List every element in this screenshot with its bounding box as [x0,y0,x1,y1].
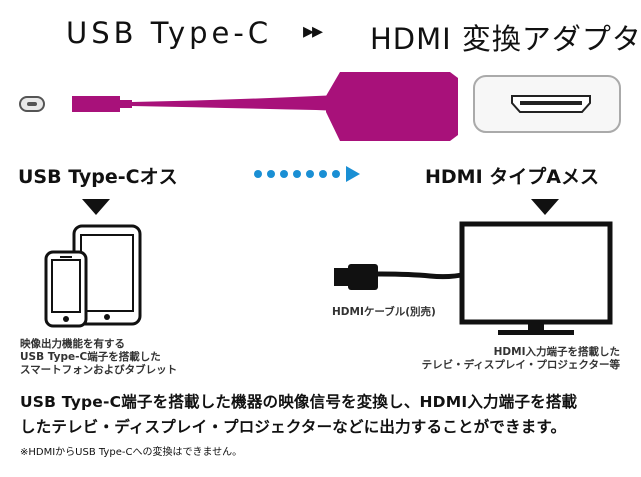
display-caption: HDMI入力端子を搭載した テレビ・ディスプレイ・プロジェクター等 [421,346,620,371]
adapter-illustration [19,72,621,141]
page-title: USB Type-C ▸▸ HDMI 変換アダプタ [0,14,641,58]
double-arrow-icon: ▸▸ [303,19,323,44]
usb-c-port-icon [19,96,45,112]
usb-c-male-label: USB Type-Cオス [18,166,178,188]
down-arrow-icon-left [82,199,110,215]
hdmi-cable-label: HDMIケーブル(別売) [332,306,436,318]
product-description: USB Type-C端子を搭載した機器の映像信号を変換し、HDMI入力端子を搭載… [20,393,578,436]
dotted-arrow-icon [254,166,360,182]
hdmi-female-label: HDMI タイプAメス [425,166,599,188]
devices-caption: 映像出力機能を有する USB Type-C端子を搭載した スマートフォンおよびタ… [20,338,178,376]
down-arrow-icon-right [531,199,559,215]
adapter-body [326,72,458,141]
title-hdmi-adapter: HDMI 変換アダプタ [370,22,641,56]
hdmi-port-icon [473,75,621,133]
hdmi-cable-icon [334,264,467,290]
usb-c-plug [72,95,340,112]
title-usb-type-c: USB Type-C [66,16,273,50]
television-icon [459,221,613,335]
conversion-note: ※HDMIからUSB Type-Cへの変換はできません。 [20,447,243,458]
smartphone-tablet-icon [44,224,142,328]
